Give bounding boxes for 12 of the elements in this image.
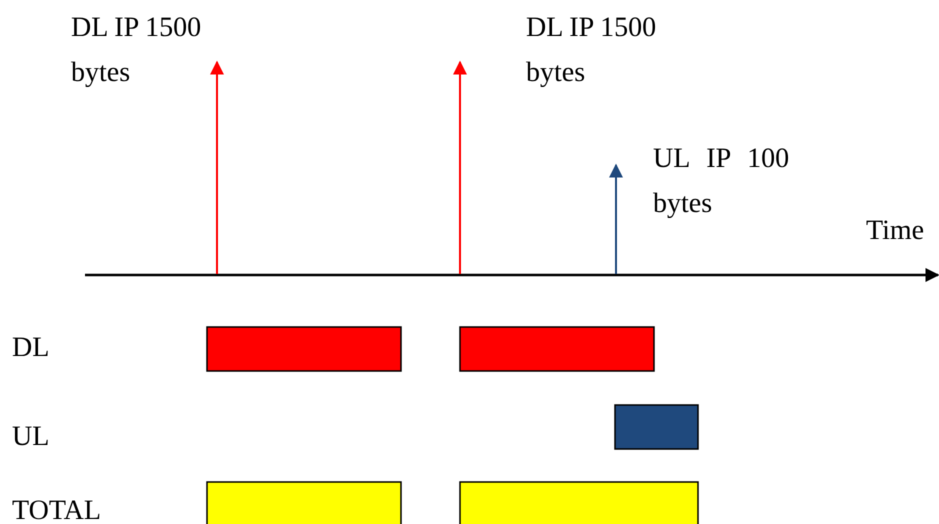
packet-label: UL IP 100 bytes: [653, 142, 790, 221]
row-label: TOTAL: [12, 494, 102, 524]
total-bar: [459, 481, 699, 524]
downlink-bar: [206, 326, 402, 372]
row-label: UL: [12, 420, 50, 454]
packet-label: DL IP 1500 bytes: [526, 11, 658, 90]
packet-label: DL IP 1500 bytes: [71, 11, 202, 90]
row-label: DL: [12, 331, 50, 365]
axis-label: Time: [866, 214, 926, 248]
uplink-bar: [614, 404, 699, 450]
total-bar: [206, 481, 402, 524]
downlink-bar: [459, 326, 655, 372]
